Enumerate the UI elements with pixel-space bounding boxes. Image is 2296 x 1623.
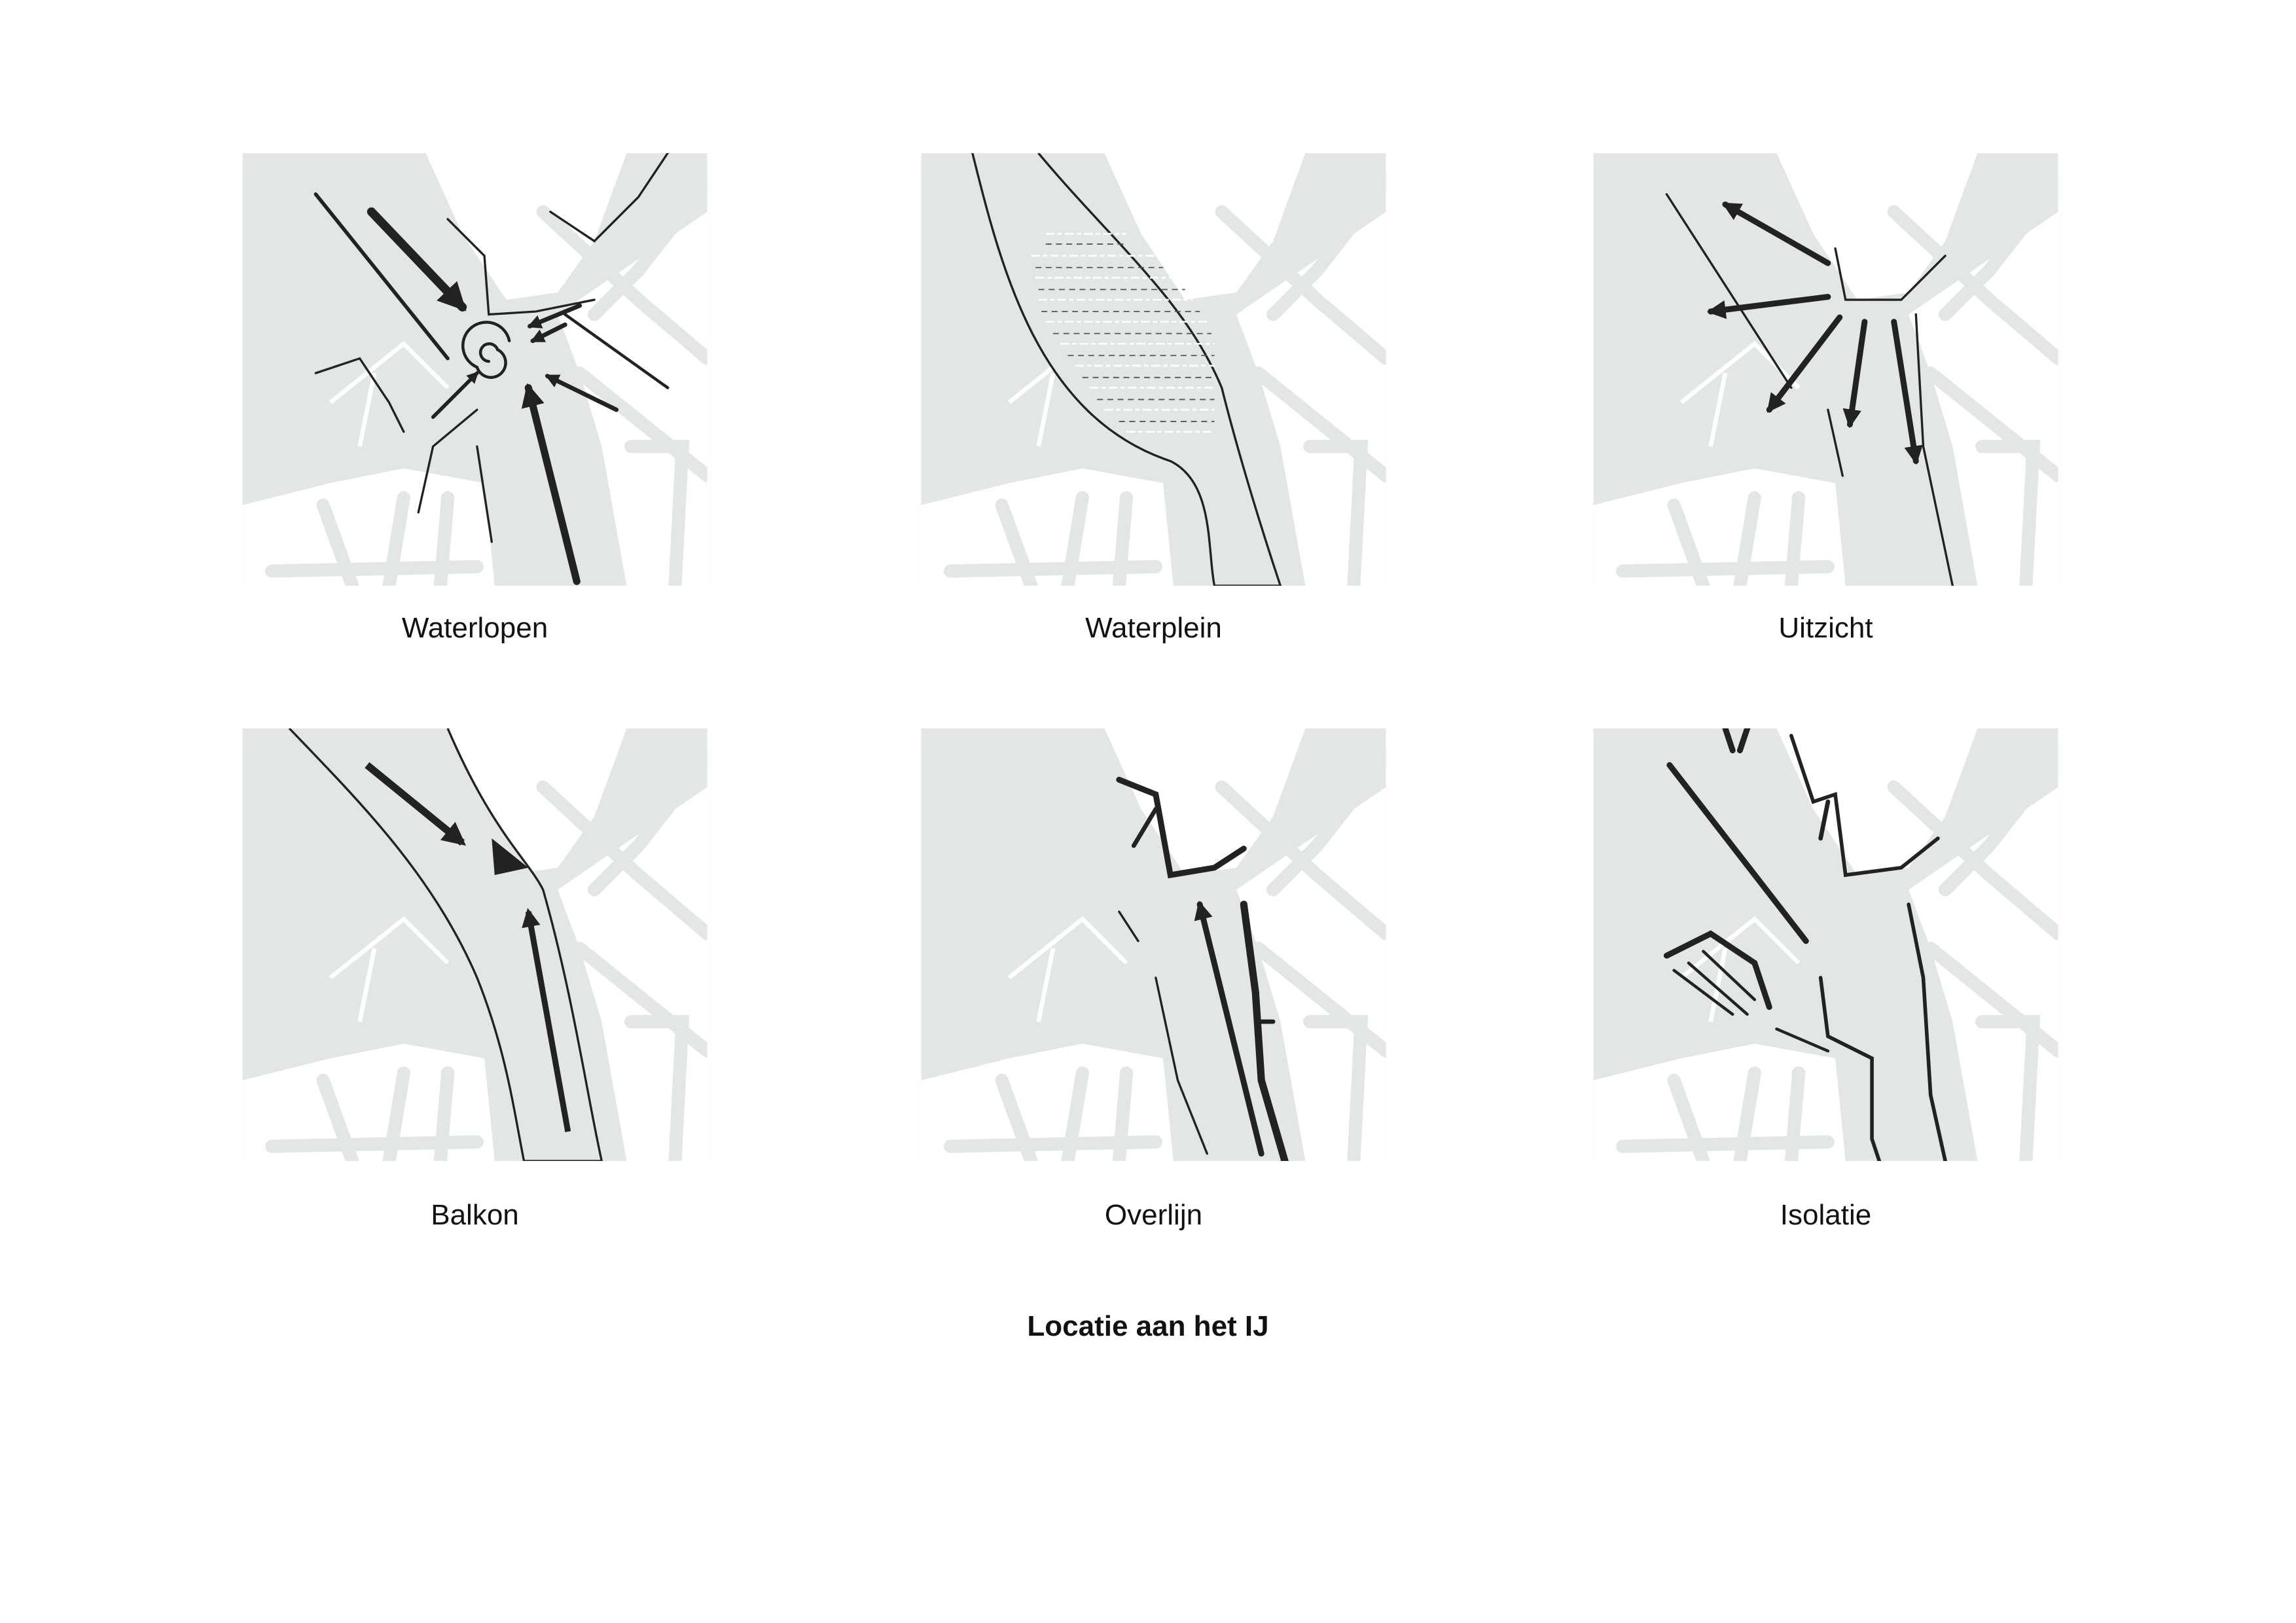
diagram-waterplein (920, 153, 1387, 586)
diagram-isolatie (1592, 728, 2059, 1161)
panel-label: Waterlopen (401, 612, 548, 644)
diagram-uitzicht (1592, 153, 2059, 586)
panel-label: Waterplein (1085, 612, 1222, 644)
diagram-overlijn (920, 728, 1387, 1161)
panel-label: Uitzicht (1778, 612, 1873, 644)
figure-title: Locatie aan het IJ (1027, 1310, 1269, 1342)
diagram-waterlopen (242, 153, 708, 586)
panel-label: Isolatie (1780, 1199, 1872, 1231)
diagram-balkon (242, 728, 708, 1161)
panel-label: Overlijn (1104, 1199, 1203, 1231)
panel-label: Balkon (431, 1199, 519, 1231)
